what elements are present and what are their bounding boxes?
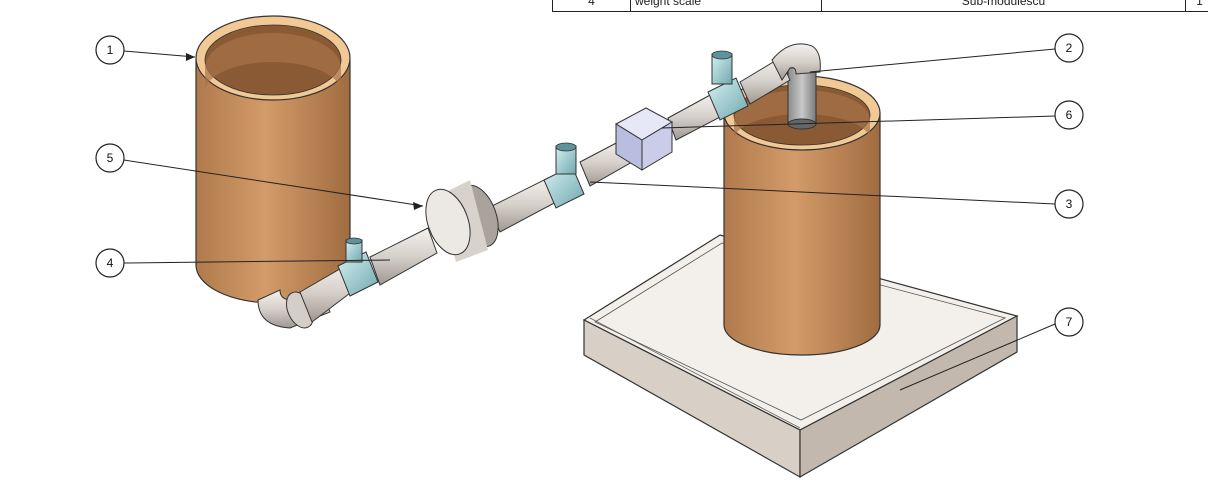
- balloon-3-label: 3: [1066, 197, 1073, 211]
- bom-table-row: 4 weight scale Sub-modulescu 1: [552, 0, 1208, 12]
- balloon-6: 6: [1054, 100, 1084, 130]
- valve-middle: [543, 142, 585, 209]
- left-tank: [195, 15, 351, 304]
- bom-description: Sub-modulescu: [822, 0, 1186, 11]
- balloon-4-label: 4: [107, 256, 114, 270]
- balloon-7-label: 7: [1066, 315, 1073, 329]
- bom-item-number: 4: [553, 0, 631, 11]
- bom-qty: 1: [1196, 0, 1203, 8]
- outlet-pipe: [787, 67, 817, 130]
- balloon-1: 1: [95, 35, 125, 65]
- leader-arrowheads: [186, 53, 423, 210]
- balloon-6-label: 6: [1066, 108, 1073, 122]
- balloon-5-label: 5: [107, 151, 114, 165]
- valve-left: [337, 237, 379, 297]
- leader-lines: [123, 48, 1056, 391]
- flow-meter: [425, 180, 499, 262]
- valve-right: [707, 50, 749, 121]
- balloon-4: 4: [95, 248, 125, 278]
- balloon-2: 2: [1054, 33, 1084, 63]
- balloon-3: 3: [1054, 189, 1084, 219]
- balloon-5: 5: [95, 143, 125, 173]
- sensor-box: [614, 107, 674, 171]
- balloon-2-label: 2: [1066, 41, 1073, 55]
- balloon-7: 7: [1054, 307, 1084, 337]
- bom-part-number: weight scale: [631, 0, 822, 11]
- balloon-1-label: 1: [107, 43, 114, 57]
